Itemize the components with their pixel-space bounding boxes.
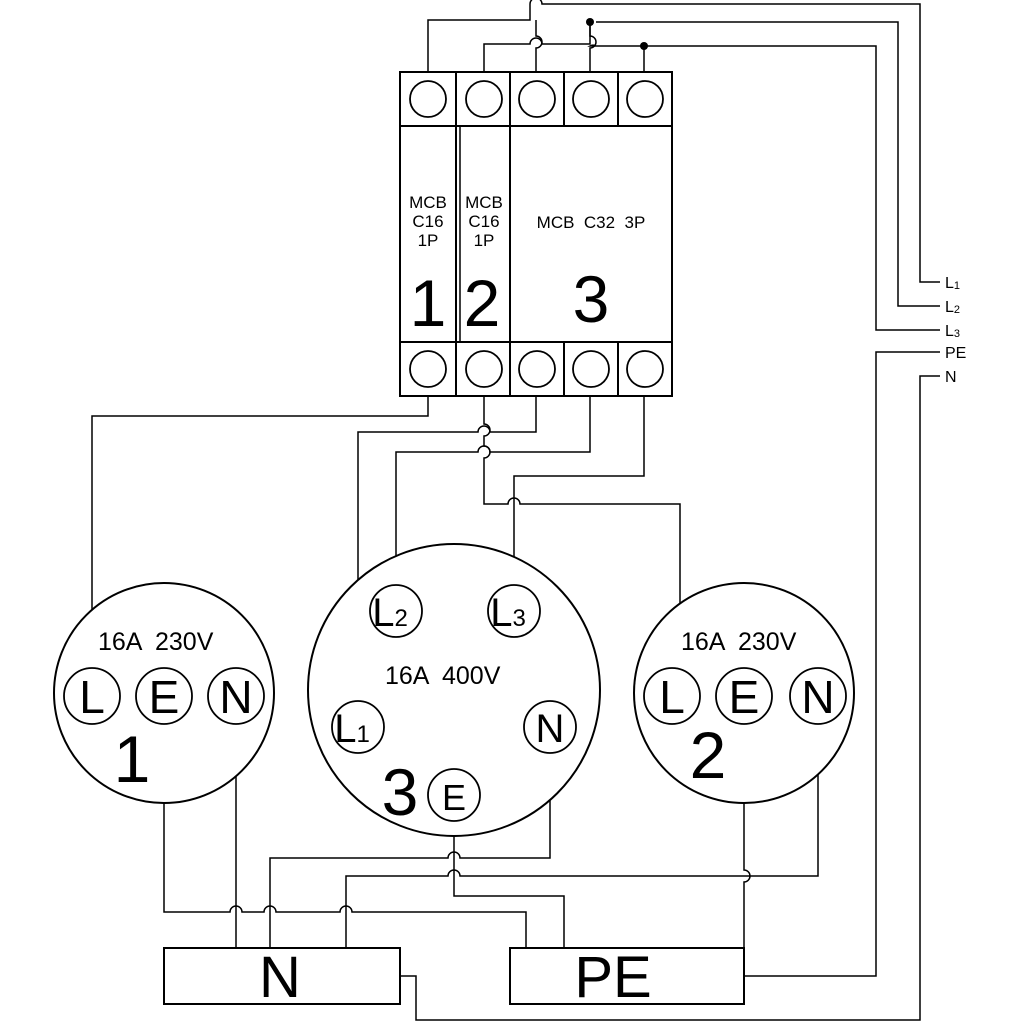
pin-l-icon — [643, 667, 701, 725]
pe-bar-label: PE — [574, 945, 651, 1010]
pin-e-icon — [135, 667, 193, 725]
wire-pe-supply — [744, 351, 940, 977]
neutral-bar-label: N — [259, 945, 301, 1010]
socket-2-pin-l: L — [659, 671, 685, 723]
wire-l1-mcb3 — [535, 20, 543, 74]
terminal-icon — [409, 350, 447, 388]
socket-3-pin-e: E — [442, 777, 466, 818]
wire-mcb3-socket3-l1 — [357, 396, 537, 696]
pin-l2-icon — [369, 584, 423, 638]
terminal-icon — [626, 350, 664, 388]
socket-1-pin-e: E — [149, 671, 180, 723]
wire-socket2-e-pe — [743, 720, 751, 948]
pin-n-icon — [789, 667, 847, 725]
socket-3-rating: 16A 400V — [385, 662, 501, 690]
supply-label-pe: PE — [945, 345, 966, 362]
terminal-icon — [465, 350, 503, 388]
wire-n-supply — [400, 375, 940, 1021]
supply-label-l2: L2 — [945, 299, 960, 316]
supply-label-l1: L1 — [945, 275, 960, 292]
wire-socket3-e-pe — [453, 818, 565, 948]
mcb1-label-line2: C16 — [412, 212, 443, 231]
wire-mcb3-socket3-l2 — [395, 396, 591, 584]
socket-1-pin-n: N — [219, 671, 252, 723]
mcb2-label-line1: MCB — [465, 193, 503, 212]
wire-mcb3-socket3-l3 — [513, 396, 645, 584]
junction-dot-l2 — [586, 18, 594, 26]
pe-bar — [509, 947, 745, 1005]
bus-bars: N PE — [163, 945, 745, 1010]
mcb3-label: MCB C32 3P — [537, 213, 646, 232]
wire-l2-supply — [483, 21, 940, 307]
mcb3-number: 3 — [573, 262, 610, 336]
wire-l1-supply — [427, 0, 940, 283]
socket-1: 16A 230V L E N 1 — [53, 582, 275, 804]
pin-l1-icon — [331, 700, 385, 754]
wires — [91, 0, 940, 1021]
pin-l3-icon — [487, 584, 541, 638]
socket-3-pin-n: N — [536, 707, 565, 751]
supply-label-n: N — [945, 369, 957, 386]
socket-2-number: 2 — [690, 718, 727, 792]
terminal-icon — [518, 350, 556, 388]
pin-e-icon — [715, 667, 773, 725]
socket-1-rating: 16A 230V — [98, 628, 214, 656]
mcb1-label-line1: MCB — [409, 193, 447, 212]
wire-l2-mcb3 — [589, 22, 597, 74]
wire-l3-supply — [587, 44, 940, 331]
neutral-bar — [163, 947, 401, 1005]
terminal-icon — [572, 350, 610, 388]
terminal-icon — [518, 80, 556, 118]
socket-1-pin-l: L — [79, 671, 105, 723]
supply-labels: L1 L2 L3 PE N — [945, 275, 966, 386]
terminal-icon — [572, 80, 610, 118]
pin-l-icon — [63, 667, 121, 725]
mcb1-number: 1 — [410, 266, 447, 340]
pin-e-icon — [427, 768, 481, 822]
socket-3-pin-l3: L3 — [490, 591, 526, 635]
socket-2: 16A 230V L E N 2 — [633, 582, 855, 804]
pin-n-icon — [523, 700, 577, 754]
socket-3-pin-l1: L1 — [334, 707, 370, 751]
mcb1-label-line3: 1P — [418, 231, 439, 250]
socket-2-pin-n: N — [801, 671, 834, 723]
socket-2-pin-e: E — [729, 671, 760, 723]
socket-2-rating: 16A 230V — [681, 628, 797, 656]
socket-3-pin-l2: L2 — [372, 591, 408, 635]
terminal-icon — [409, 80, 447, 118]
terminal-icon — [626, 80, 664, 118]
mcb-enclosure — [399, 71, 673, 397]
supply-label-l3: L3 — [945, 323, 960, 340]
socket-3-number: 3 — [382, 755, 419, 829]
socket-3: 16A 400V L2 L3 L1 N E 3 — [307, 543, 601, 837]
mcb2-label-line3: 1P — [474, 231, 495, 250]
pin-n-icon — [207, 667, 265, 725]
socket-1-number: 1 — [114, 722, 151, 796]
wire-mcb1-socket1-l — [91, 396, 429, 668]
mcb2-label-line2: C16 — [468, 212, 499, 231]
terminal-icon — [465, 80, 503, 118]
mcb2-number: 2 — [464, 266, 501, 340]
junction-dot-l3 — [640, 42, 648, 50]
mcb-block: MCB C16 1P 1 MCB C16 1P 2 MCB C32 3P 3 — [399, 71, 673, 397]
